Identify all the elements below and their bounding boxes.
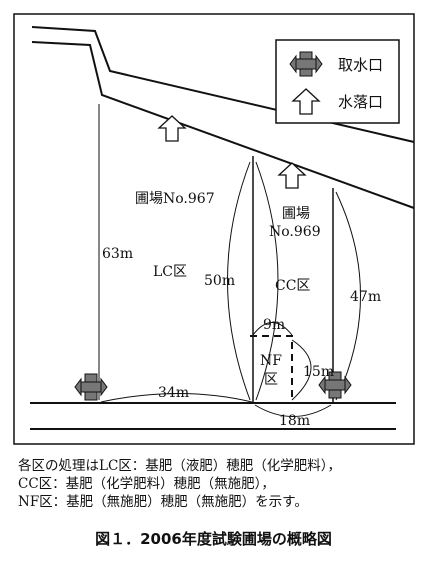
field-969-label: 圃場 xyxy=(282,206,310,222)
dim-label-18m: 18m xyxy=(279,413,310,429)
cc-zone-label: CC区 xyxy=(275,278,310,294)
treatment-note-line2: CC区：基肥（化学肥料）穂肥（無施肥）， xyxy=(18,476,275,492)
legend-outlet-label: 水落口 xyxy=(338,93,383,111)
diagram-border xyxy=(13,13,415,445)
figure-frame: 取水口 水落口 圃場No.967 圃場 No.969 LC区 CC区 NF 区 … xyxy=(13,13,415,445)
nf-zone-boundary xyxy=(250,335,293,400)
dim-label-34m: 34m xyxy=(158,385,189,401)
upper-road-line xyxy=(31,26,415,143)
outlet-icon-967 xyxy=(157,115,187,142)
field-top-boundary xyxy=(31,41,415,209)
dimension-line-34m xyxy=(100,393,253,403)
intake-icon-969 xyxy=(318,371,352,399)
nf-zone-label-2: 区 xyxy=(264,372,278,388)
legend-intake-icon xyxy=(289,51,323,77)
field-969-number: No.969 xyxy=(269,224,321,240)
treatment-note-line1: 各区の処理はLC区：基肥（液肥）穂肥（化学肥料）， xyxy=(18,458,342,474)
treatment-note-line3: NF区：基肥（無施肥）穂肥（無施肥）を示す。 xyxy=(18,494,308,510)
dimension-arc-47m xyxy=(335,191,361,401)
field-967-label: 圃場No.967 xyxy=(135,191,215,207)
dim-label-63m: 63m xyxy=(102,246,133,262)
dim-label-9m: 9m xyxy=(263,317,285,333)
legend-box xyxy=(275,39,400,124)
nf-zone-label-1: NF xyxy=(260,353,282,369)
dimension-arc-18m xyxy=(254,404,332,417)
figure-caption: 図１．2006年度試験圃場の概略図 xyxy=(95,530,332,548)
outlet-icon-969 xyxy=(277,162,307,189)
dim-label-50m: 50m xyxy=(204,273,235,289)
field-diagram: 取水口 水落口 圃場No.967 圃場 No.969 LC区 CC区 NF 区 … xyxy=(13,13,415,445)
legend-outlet-icon xyxy=(291,88,321,115)
dimension-arc-50m-left xyxy=(227,161,251,401)
lc-zone-label: LC区 xyxy=(153,264,187,280)
dimension-arc-9m xyxy=(252,322,293,336)
dimension-arc-15m xyxy=(291,339,312,401)
dimension-arc-50m-right xyxy=(255,161,279,401)
dim-label-47m: 47m xyxy=(350,289,381,305)
legend-intake-label: 取水口 xyxy=(338,56,383,74)
dim-label-15m: 15m xyxy=(303,364,334,380)
intake-icon-967 xyxy=(74,373,108,401)
